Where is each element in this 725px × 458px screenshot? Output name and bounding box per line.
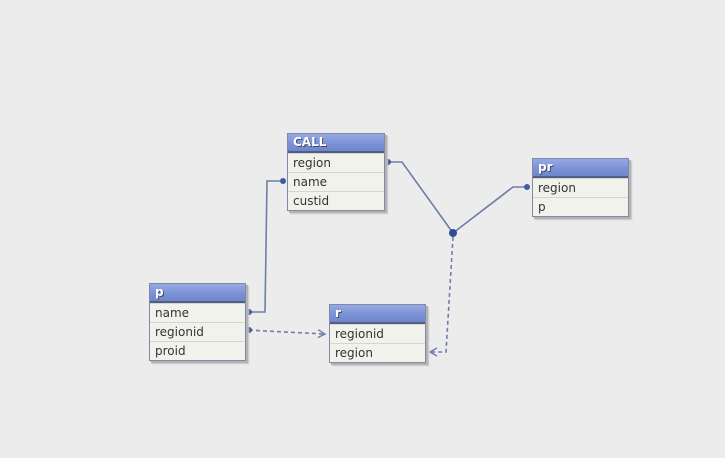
field-regionid[interactable]: regionid — [150, 322, 245, 341]
field-region[interactable]: region — [533, 178, 628, 197]
table-pr[interactable]: pr region p — [532, 158, 629, 217]
link-p-name-to-call-name[interactable] — [249, 180, 283, 313]
link-endpoint-dot — [246, 327, 252, 333]
link-endpoint-dot — [246, 309, 252, 315]
field-regionid[interactable]: regionid — [330, 324, 425, 343]
table-title[interactable]: r — [330, 305, 425, 324]
field-name[interactable]: name — [150, 303, 245, 322]
link-endpoint-dot — [385, 159, 391, 165]
link-call-region-to-junction[interactable] — [388, 161, 454, 234]
table-title[interactable]: CALL — [288, 134, 384, 153]
field-proid[interactable]: proid — [150, 341, 245, 360]
field-p[interactable]: p — [533, 197, 628, 216]
link-junction-node[interactable] — [449, 229, 457, 237]
link-junction-to-pr-region[interactable] — [452, 186, 527, 234]
table-p[interactable]: p name regionid proid — [149, 283, 246, 361]
table-r[interactable]: r regionid region — [329, 304, 426, 363]
link-endpoint-dot — [524, 184, 530, 190]
table-call[interactable]: CALL region name custid — [287, 133, 385, 211]
link-p-regionid-to-r-regionid[interactable] — [248, 329, 327, 339]
field-region[interactable]: region — [288, 153, 384, 172]
field-custid[interactable]: custid — [288, 191, 384, 210]
link-junction-to-r-region[interactable] — [428, 236, 454, 357]
table-title[interactable]: pr — [533, 159, 628, 178]
field-name[interactable]: name — [288, 172, 384, 191]
field-region[interactable]: region — [330, 343, 425, 362]
table-title[interactable]: p — [150, 284, 245, 303]
link-endpoint-dot — [280, 178, 286, 184]
